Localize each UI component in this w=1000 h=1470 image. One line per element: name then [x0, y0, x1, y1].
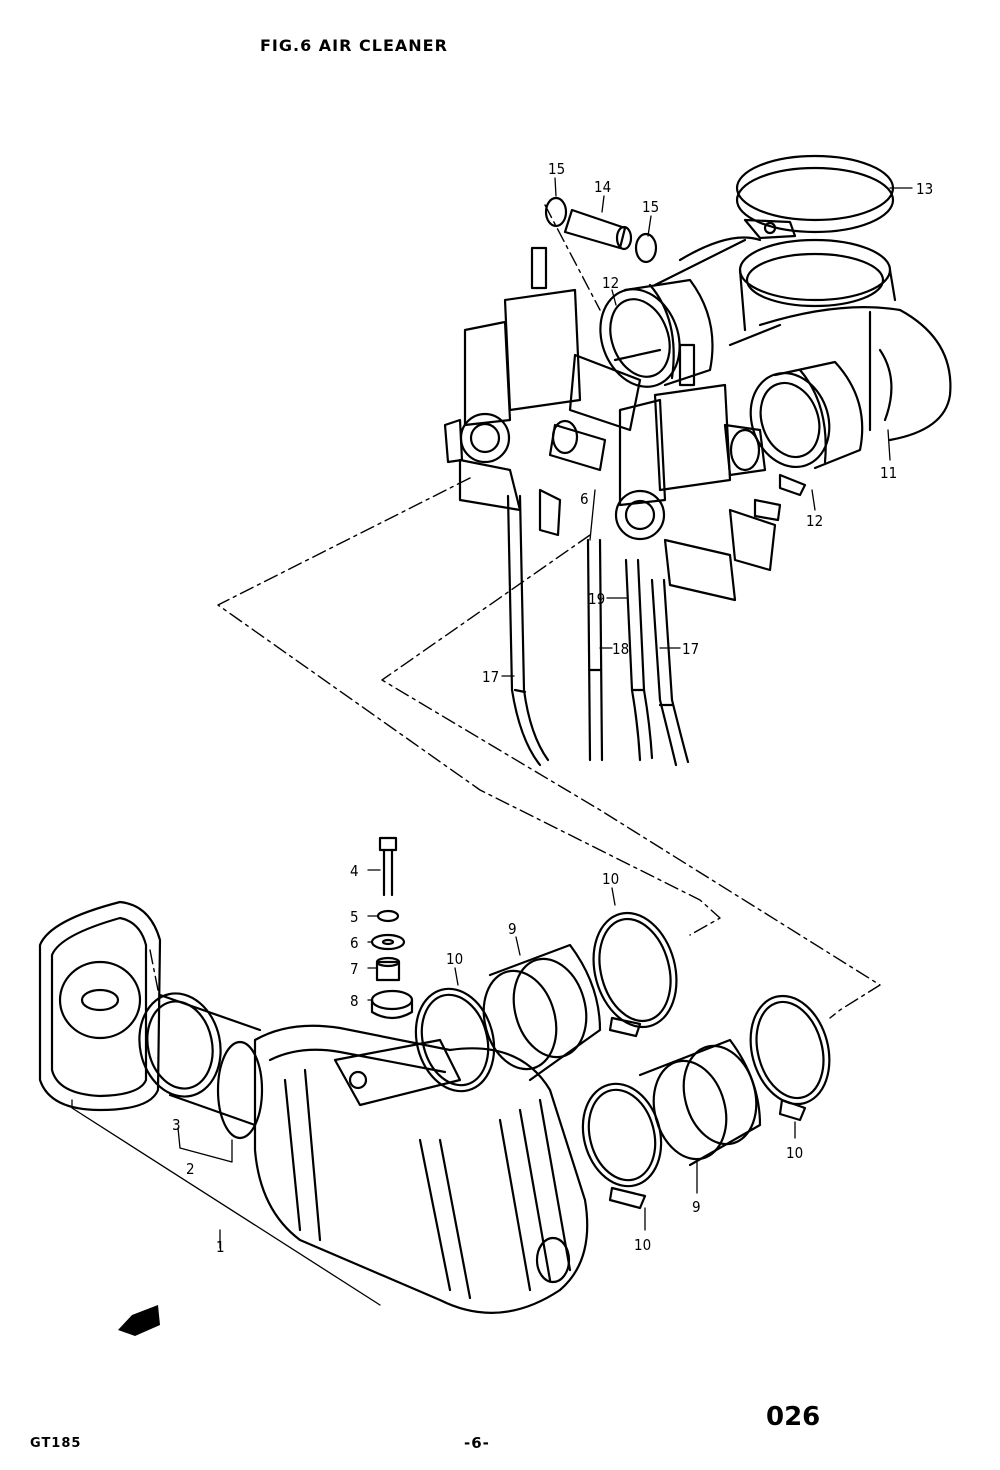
callout-14: 14 [594, 178, 611, 196]
assembly-guide-lines [149, 204, 881, 1019]
model-name: GT185 [30, 1436, 82, 1451]
callout-9b: 9 [692, 1198, 701, 1216]
callout-17a: 17 [482, 668, 499, 686]
diagram-code: 026 [766, 1402, 821, 1432]
part-13-hose-clamp [735, 154, 895, 240]
callout-6a: 6 [580, 490, 589, 508]
callout-17b: 17 [682, 640, 699, 658]
callout-11: 11 [880, 464, 897, 482]
callout-5: 5 [350, 908, 359, 926]
part-2-3-cover-element [38, 900, 264, 1140]
callout-10c: 10 [786, 1144, 803, 1162]
drain-hoses [506, 494, 690, 767]
callout-15b: 15 [642, 198, 659, 216]
callout-10a: 10 [602, 870, 619, 888]
parts-4-to-8-bolt-set [370, 836, 414, 1020]
figure-title: FIG.6 AIR CLEANER [260, 36, 448, 55]
part-11-intake-pipe [653, 236, 952, 442]
part-12-connectors [599, 278, 864, 497]
page-number: -6- [464, 1434, 490, 1452]
part-14-15-tube-clips [544, 196, 658, 264]
callout-8: 8 [350, 992, 359, 1010]
callout-labels: 15 14 15 13 12 11 12 6 19 18 17 17 4 5 6… [172, 160, 933, 1256]
callout-3: 3 [172, 1116, 181, 1134]
callout-7: 7 [350, 960, 359, 978]
callout-2: 2 [186, 1160, 195, 1178]
callout-4: 4 [350, 862, 359, 880]
carburetor-assembly [443, 246, 782, 602]
callout-15a: 15 [548, 160, 565, 178]
callout-1: 1 [216, 1238, 225, 1256]
leader-lines [71, 177, 913, 1306]
callout-12b: 12 [806, 512, 823, 530]
callout-18: 18 [612, 640, 629, 658]
callout-12a: 12 [602, 274, 619, 292]
front-arrow-icon [118, 1305, 160, 1336]
callout-13: 13 [916, 180, 933, 198]
callout-10d: 10 [634, 1236, 651, 1254]
callout-6: 6 [350, 934, 359, 952]
callout-9a: 9 [508, 920, 517, 938]
part-1-air-cleaner-case [253, 1024, 589, 1314]
callout-10b: 10 [446, 950, 463, 968]
part-9-10-boots-clamps [414, 911, 831, 1210]
callout-19: 19 [588, 590, 605, 608]
